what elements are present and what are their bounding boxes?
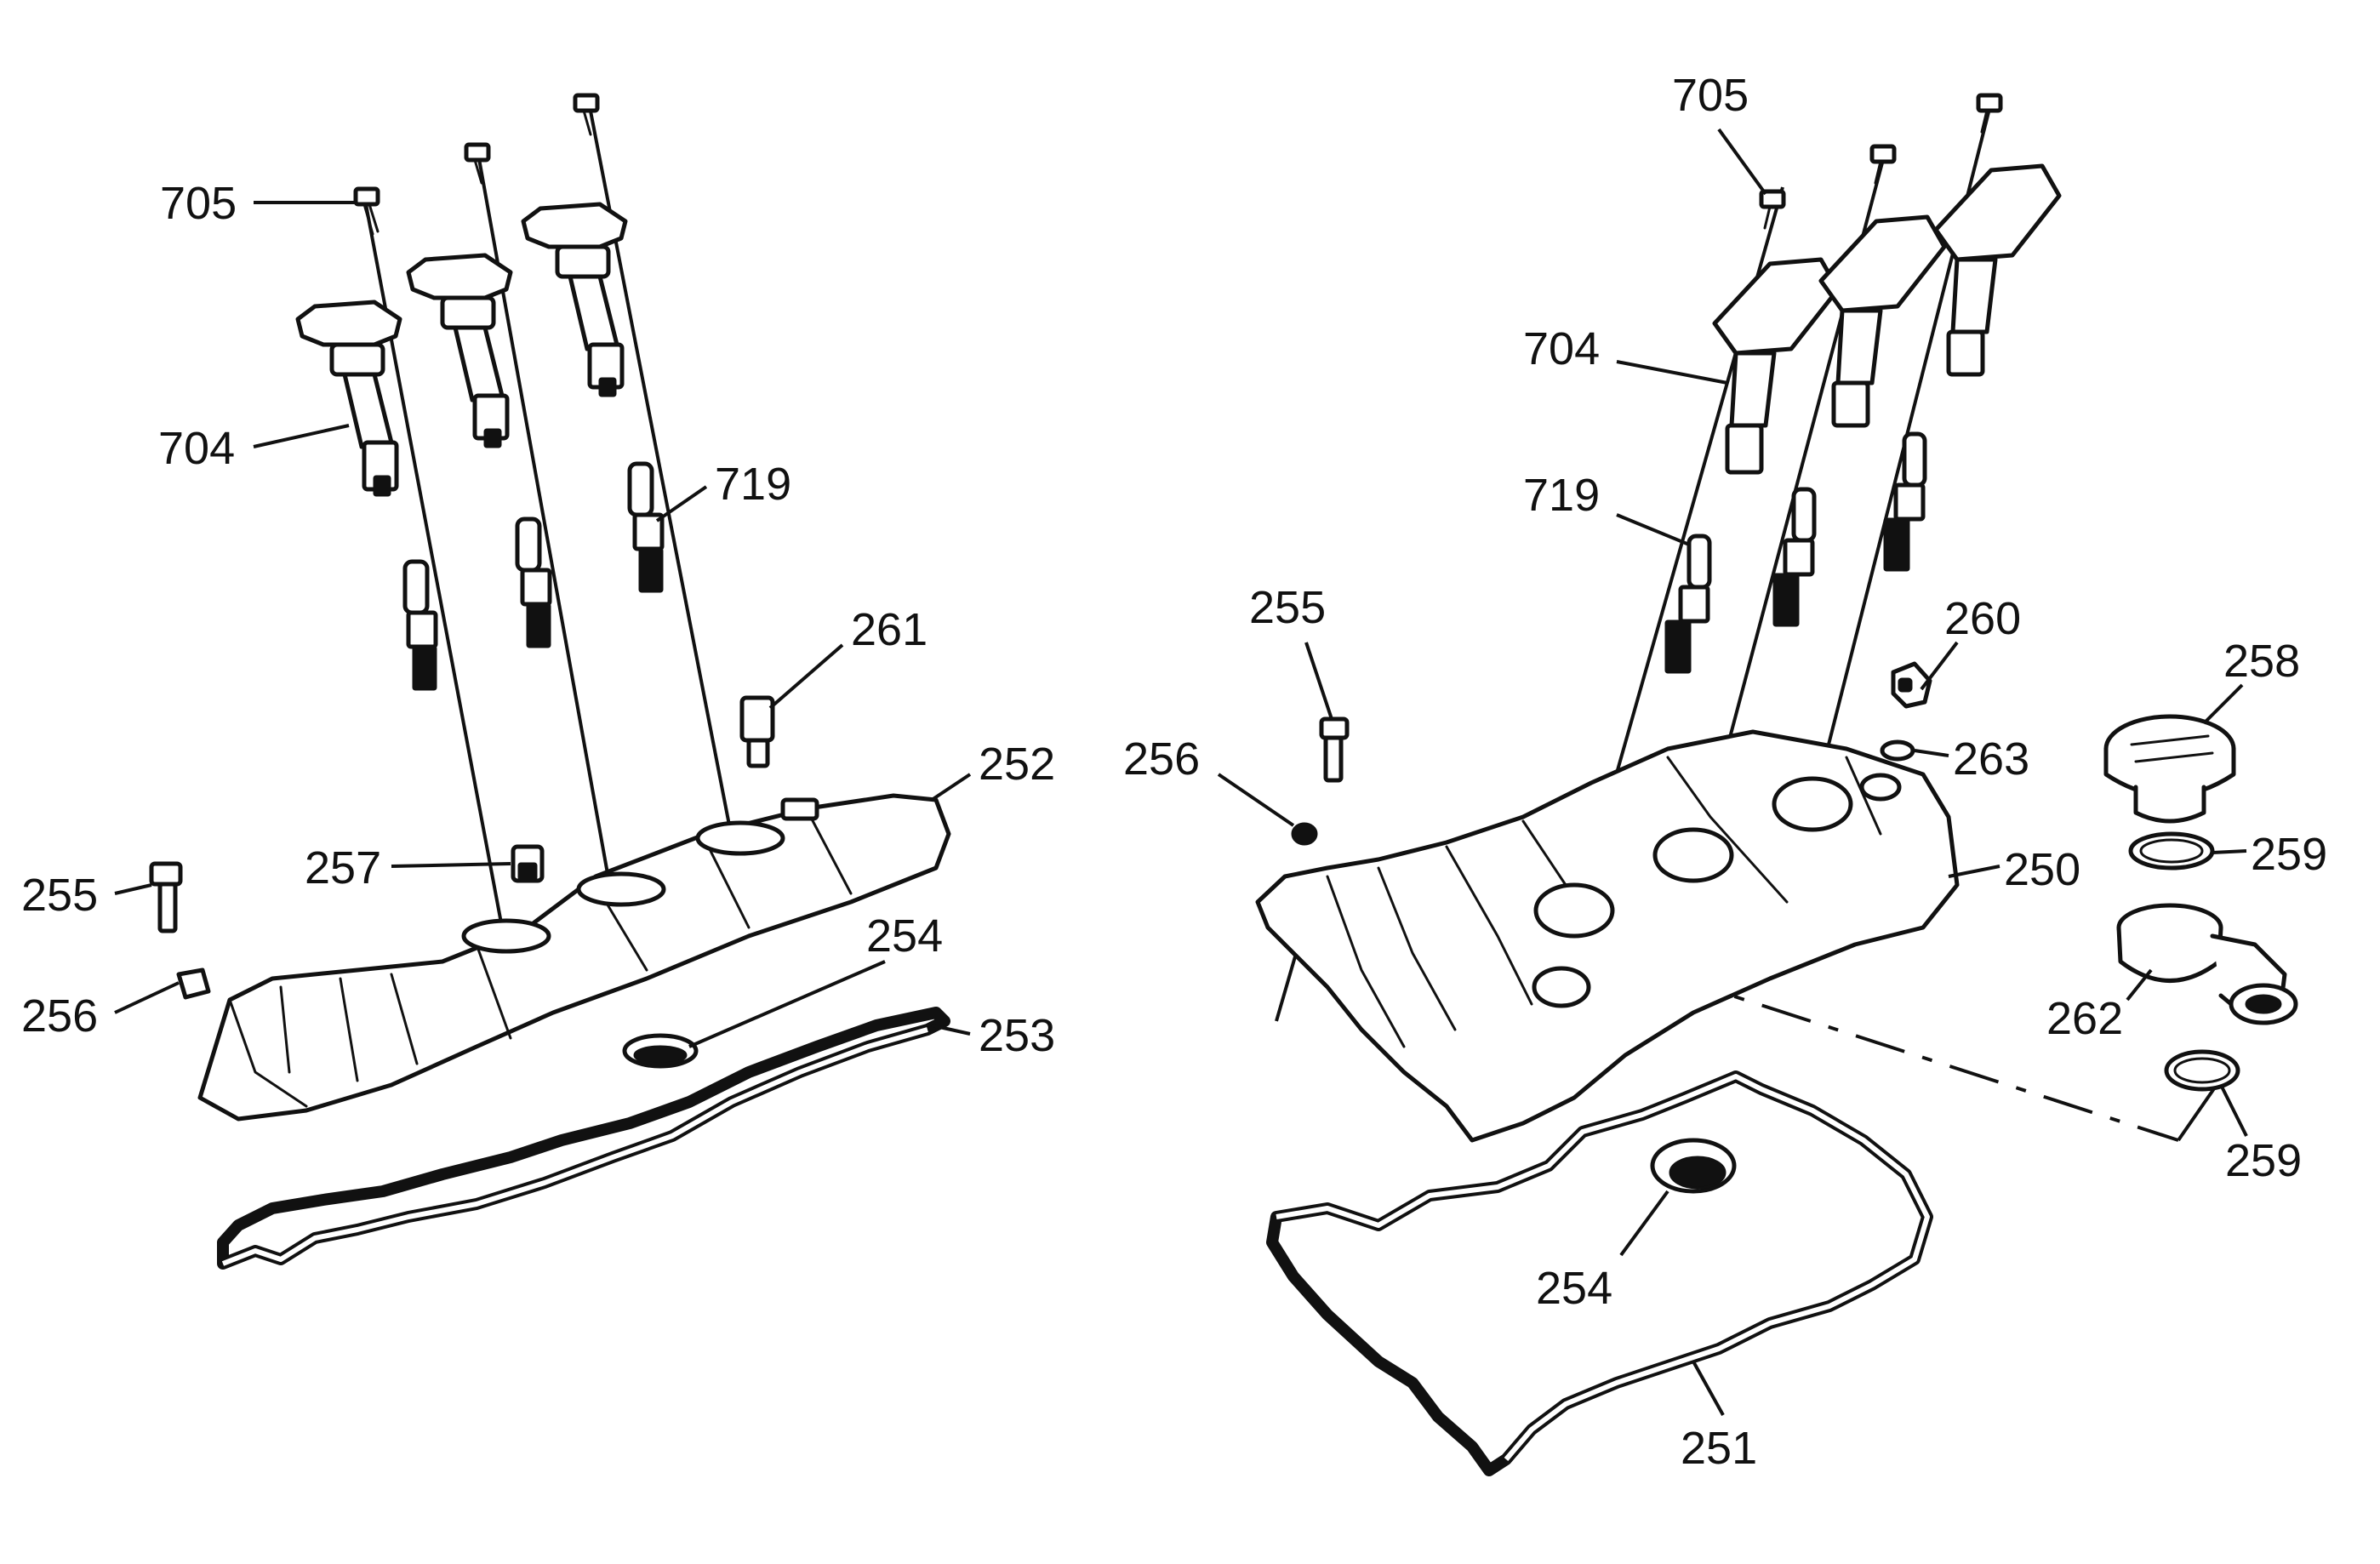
callout-left-255: 255: [21, 870, 98, 921]
callout-right-254: 254: [1536, 1263, 1612, 1314]
right-ignition-coil-704-b: [1818, 214, 1947, 428]
callout-left-257: 257: [305, 842, 381, 893]
left-bolt-705-b: [464, 142, 491, 185]
left-spark-plug-719-b: [515, 517, 552, 648]
right-o-ring-263: [1880, 739, 1915, 762]
right-callout-labels: 705 704 719 255 256 260 258 263 259 250 …: [1123, 70, 2327, 1474]
left-bolt-705-c: [573, 93, 600, 136]
left-sensor-261: [739, 695, 775, 768]
right-sensor-260: [1891, 661, 1932, 709]
callout-right-255: 255: [1249, 582, 1326, 633]
callout-right-705: 705: [1672, 70, 1749, 121]
right-bolt-255: [1319, 716, 1350, 783]
right-spark-plug-719-b: [1772, 487, 1817, 627]
callout-left-253: 253: [979, 1010, 1055, 1061]
left-callout-labels: 705 704 719 261 252 257 255 256 254 253: [21, 178, 1055, 1061]
right-filler-tube-262: [2116, 903, 2298, 1025]
right-spark-plug-719-a: [1664, 534, 1712, 674]
callout-left-252: 252: [979, 739, 1055, 790]
right-ignition-coil-704-c: [1933, 163, 2062, 377]
right-assembly: 705 704 719 255 256 260 258 263 259 250 …: [1123, 70, 2327, 1476]
left-seal-254: [622, 1033, 699, 1069]
right-bolt-705-c: [1976, 93, 2003, 134]
right-valve-cover-250: [1255, 729, 1960, 1143]
left-spark-plug-719-c: [627, 461, 665, 593]
right-gasket-251: [1266, 1070, 1933, 1476]
left-bolt-705-a: [353, 186, 380, 236]
left-plug-257: [511, 844, 545, 883]
callout-right-259-top: 259: [2251, 829, 2327, 880]
right-grommet-256: [1291, 822, 1318, 846]
callout-right-263: 263: [1953, 733, 2029, 785]
callout-right-256: 256: [1123, 733, 1200, 785]
right-seal-254: [1650, 1138, 1737, 1194]
right-spark-plug-719-c: [1883, 431, 1927, 572]
left-spark-plug-719-a: [402, 559, 438, 691]
callout-left-705: 705: [160, 178, 237, 229]
callout-right-262: 262: [2046, 993, 2123, 1044]
left-bolt-255: [149, 861, 183, 933]
left-ignition-coil-704-c: [521, 202, 628, 397]
right-oil-cap-258: [2103, 714, 2236, 824]
left-leader-lines: [114, 201, 972, 1048]
left-ignition-coil-704-a: [295, 300, 402, 497]
left-grommet-256: [176, 968, 211, 1000]
left-gasket-253: [217, 1007, 950, 1270]
callout-left-256: 256: [21, 990, 98, 1042]
left-assembly: 705 704 719 261 252 257 255 256 254 253: [21, 93, 1055, 1270]
callout-right-259-bottom: 259: [2225, 1135, 2302, 1186]
callout-right-704: 704: [1523, 323, 1600, 374]
left-valve-cover-252: [197, 793, 951, 1122]
right-bolt-705-b: [1869, 144, 1897, 185]
left-ignition-coil-704-b: [406, 253, 513, 448]
right-leader-lines: [1217, 128, 2248, 1416]
callout-left-254: 254: [866, 910, 943, 962]
callout-left-704: 704: [158, 423, 235, 474]
right-bolt-705-a: [1759, 189, 1786, 230]
callout-right-719: 719: [1523, 470, 1600, 521]
callout-right-251: 251: [1681, 1423, 1757, 1474]
callout-left-261: 261: [851, 604, 927, 655]
right-ignition-coil-704-a: [1712, 257, 1841, 475]
callout-right-260: 260: [1944, 593, 2021, 644]
right-o-ring-259-top: [2128, 831, 2215, 870]
callout-right-258: 258: [2223, 636, 2300, 687]
callout-right-250: 250: [2004, 844, 2080, 895]
right-o-ring-259-bottom: [2164, 1049, 2240, 1092]
callout-left-719: 719: [715, 459, 791, 510]
